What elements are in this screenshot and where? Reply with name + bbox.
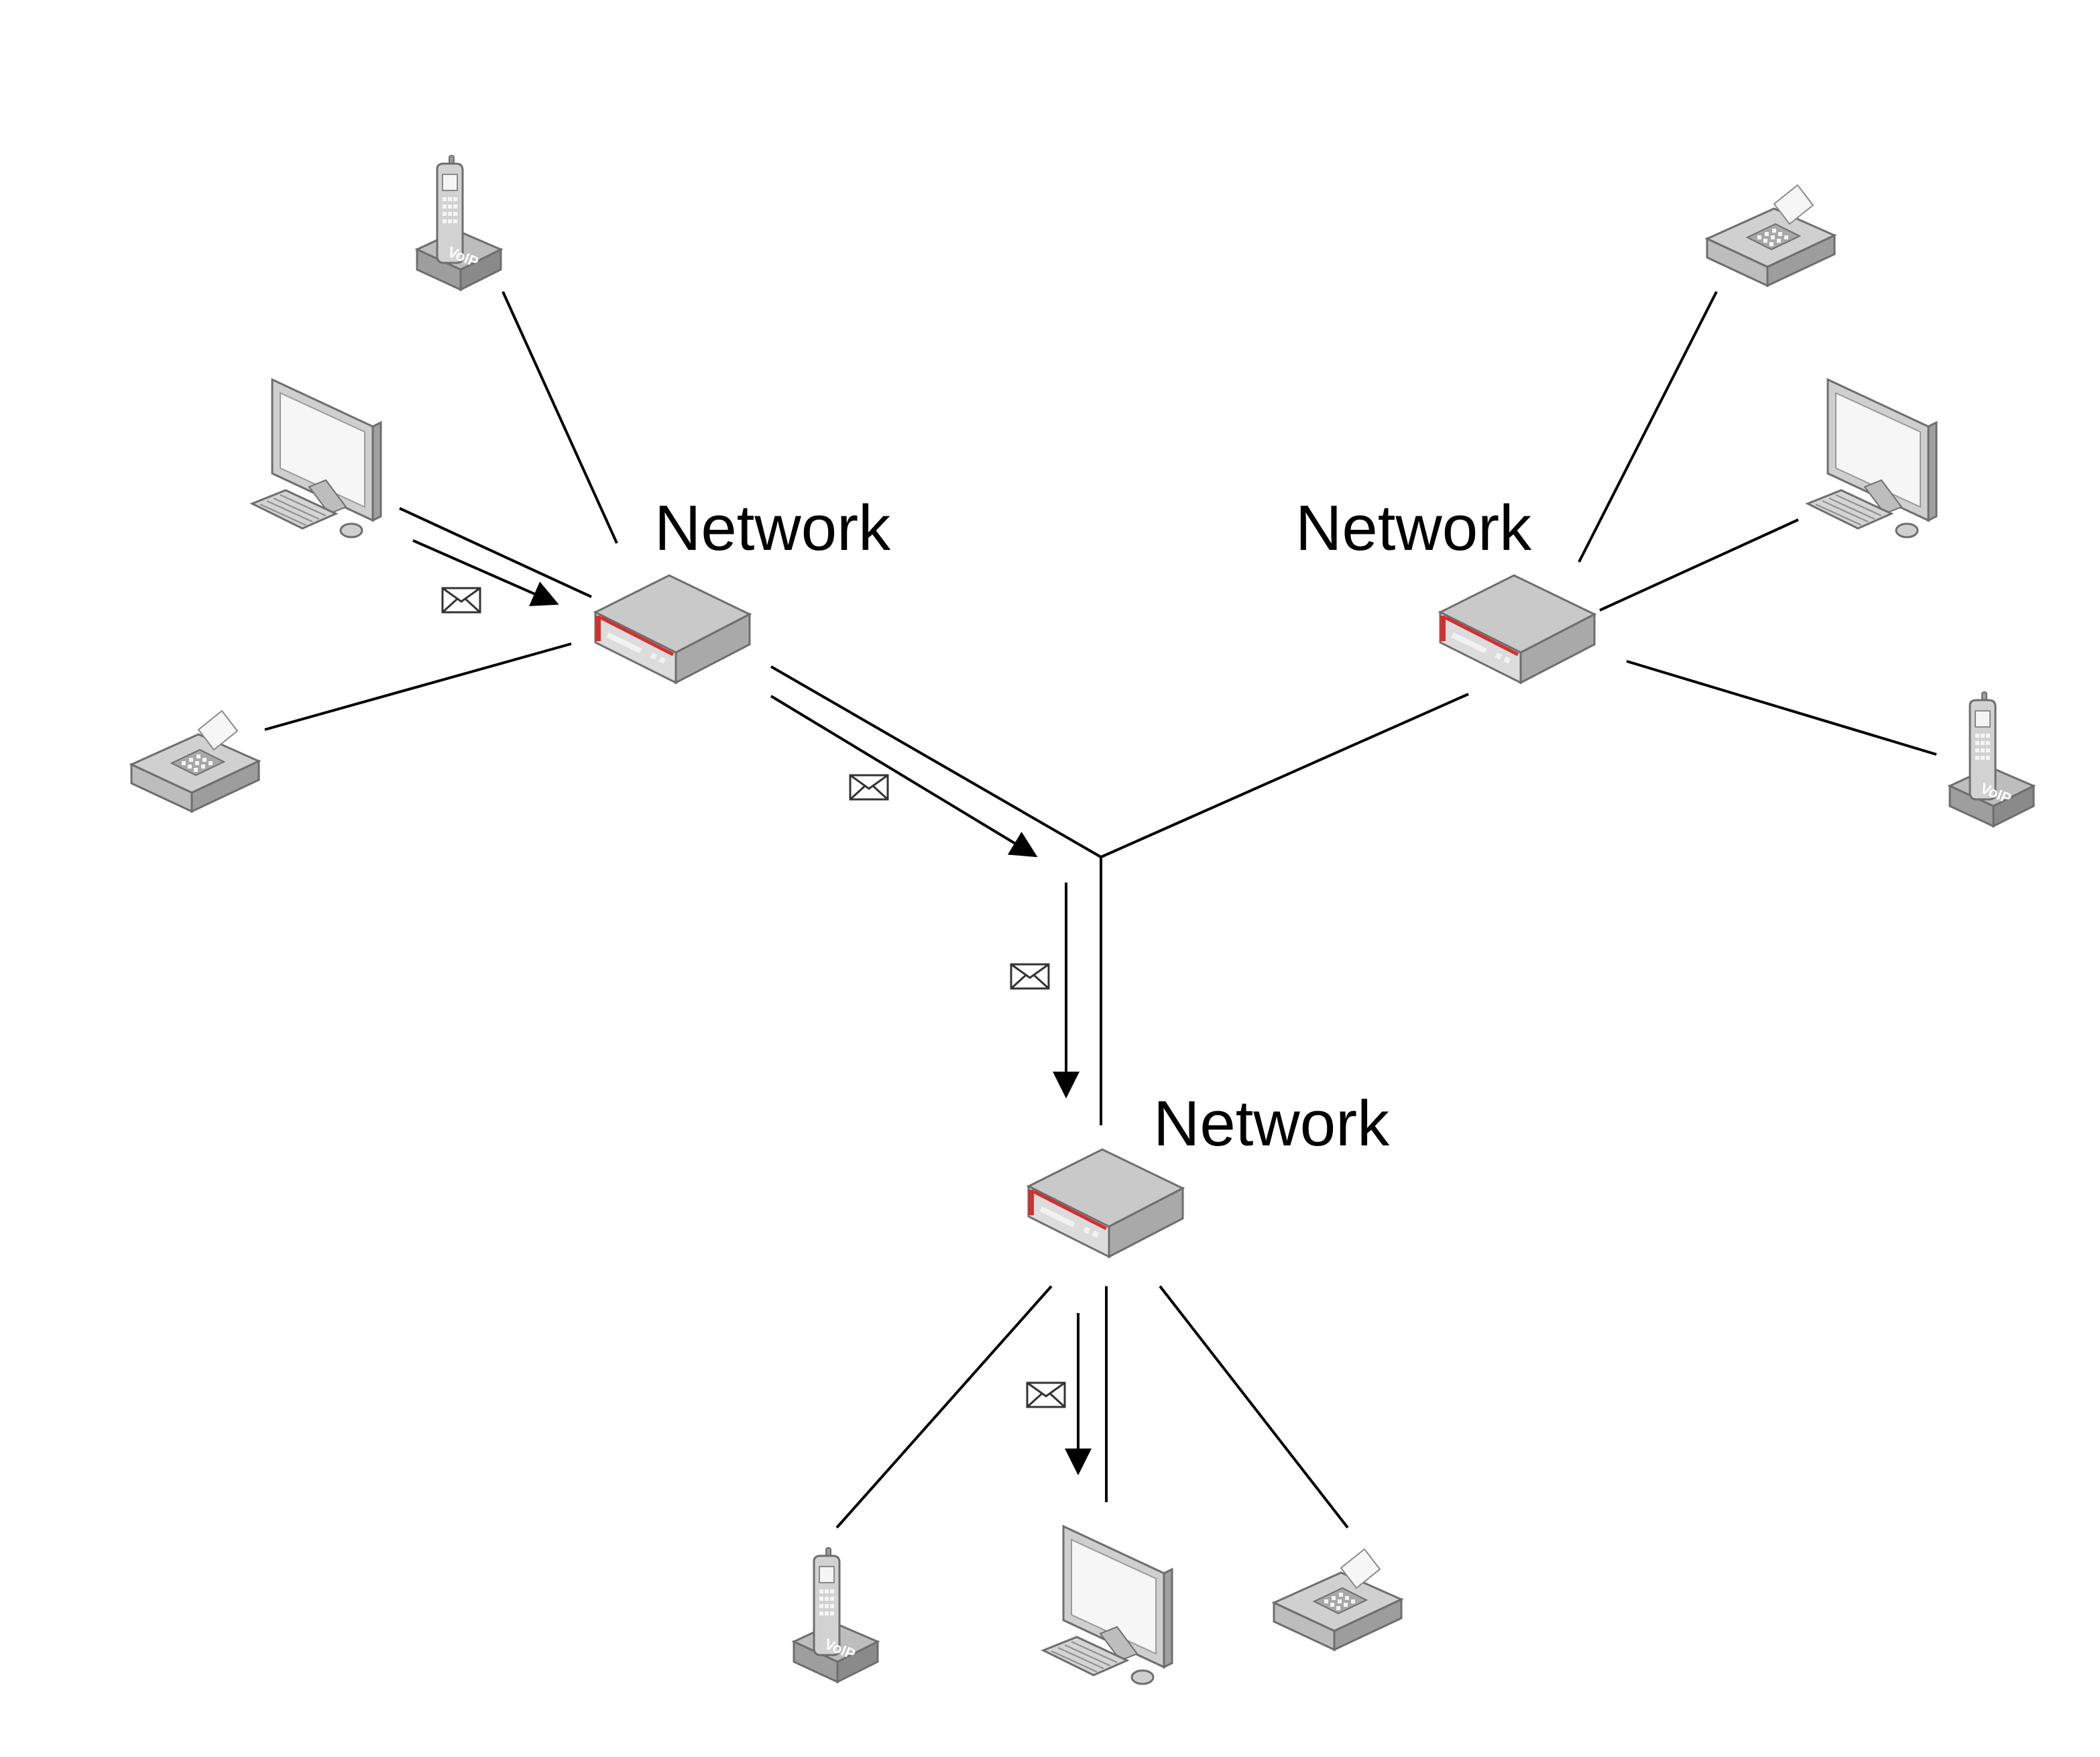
envelope-icon [1010, 963, 1050, 990]
link-bottom-fax [1159, 1285, 1349, 1529]
router-icon-right [1440, 575, 1594, 683]
computer-icon-bottom [1042, 1525, 1173, 1685]
network-label-right: Network [1295, 492, 1532, 564]
computer-icon-left [251, 378, 382, 539]
network-label-bottom: Network [1153, 1088, 1390, 1159]
voip-phone-icon-bottom: VoIP [793, 1546, 879, 1683]
link-left-voip [502, 291, 618, 544]
router-icon-bottom [1029, 1149, 1183, 1257]
envelope-icon [1026, 1381, 1066, 1408]
voip-phone-icon-right: VoIP [1948, 691, 2035, 828]
link-right-computer [1599, 518, 1799, 612]
connection-lines [264, 291, 1937, 1529]
network-label-left: Network [654, 492, 891, 564]
message-arrows [412, 539, 1092, 1475]
link-left-computer [399, 507, 592, 598]
envelope-icon [441, 587, 481, 614]
voip-phone-icon-left: VoIP [416, 154, 502, 291]
router-icon-left [595, 575, 750, 683]
computer-icon-right [1806, 378, 1938, 539]
fax-icon-right [1706, 184, 1836, 287]
fax-icon-left [130, 710, 260, 813]
link-right-fax [1578, 291, 1718, 563]
link-right-voip [1626, 660, 1937, 756]
link-backbone-right [1100, 693, 1469, 858]
link-backbone-left [770, 665, 1102, 858]
link-bottom-voip [835, 1285, 1053, 1529]
link-left-fax [264, 642, 572, 731]
fax-icon-bottom [1273, 1548, 1403, 1651]
arrow-left-to-junction [770, 695, 1038, 858]
arrow-computer-to-left-router [412, 539, 559, 606]
envelope-icon [849, 774, 889, 801]
